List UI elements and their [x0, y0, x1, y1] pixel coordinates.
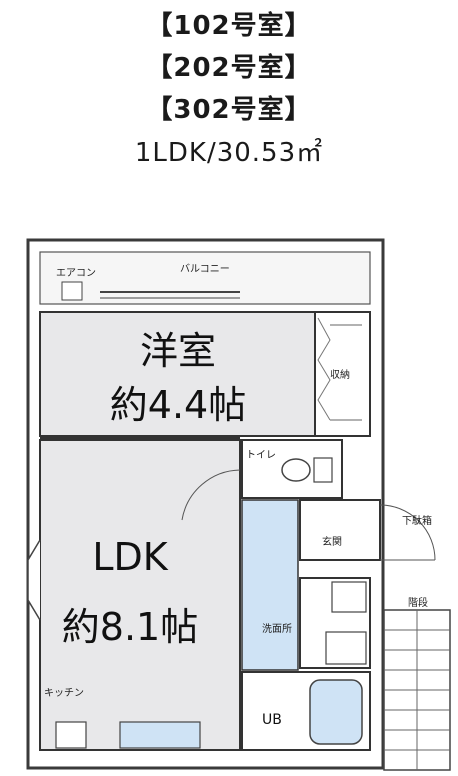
washroom-label: 洗面所: [262, 623, 292, 635]
toilet-label: トイレ: [246, 450, 276, 461]
ldk-size: 約8.1帖: [62, 605, 198, 649]
stove: [55, 721, 87, 749]
balcony-area: [39, 251, 371, 305]
unit-label-302: 【302号室】: [146, 95, 312, 125]
entrance-area: [299, 499, 381, 561]
area-label: 1LDK/30.53㎡: [134, 138, 324, 168]
kitchen-counter: [119, 721, 201, 749]
unit-label-102: 【102号室】: [146, 11, 312, 41]
toilet-tank: [313, 457, 333, 483]
door-swing-entrance: [379, 504, 436, 561]
western-room-size: 約4.4帖: [110, 383, 246, 427]
western-room-name: 洋室: [140, 329, 216, 373]
toilet-bowl: [281, 458, 311, 482]
washer-space: [325, 631, 367, 665]
balcony-label: バルコニー: [180, 263, 230, 275]
closet: [314, 311, 371, 437]
kitchen-label: キッチン: [44, 687, 84, 699]
bath-label: UB: [262, 712, 282, 728]
ldk-floor: [39, 439, 241, 751]
washbasin: [331, 581, 367, 613]
shoe-box-label: 下駄箱: [402, 514, 432, 527]
stairs-label: 階段: [408, 596, 428, 609]
ldk-name: LDK: [92, 535, 168, 579]
ac-outdoor-unit: [61, 281, 83, 301]
door-swing-ldk: [181, 469, 241, 521]
western-room-floor: [39, 311, 316, 437]
closet-door-swing: [317, 317, 331, 421]
unit-label-202: 【202号室】: [146, 53, 312, 83]
hallway: [241, 499, 299, 671]
storage-label: 収納: [330, 368, 350, 381]
bathtub: [309, 679, 363, 745]
bay-window: [27, 539, 41, 621]
entrance-label: 玄関: [322, 535, 342, 548]
ac-label: エアコン: [56, 268, 96, 279]
